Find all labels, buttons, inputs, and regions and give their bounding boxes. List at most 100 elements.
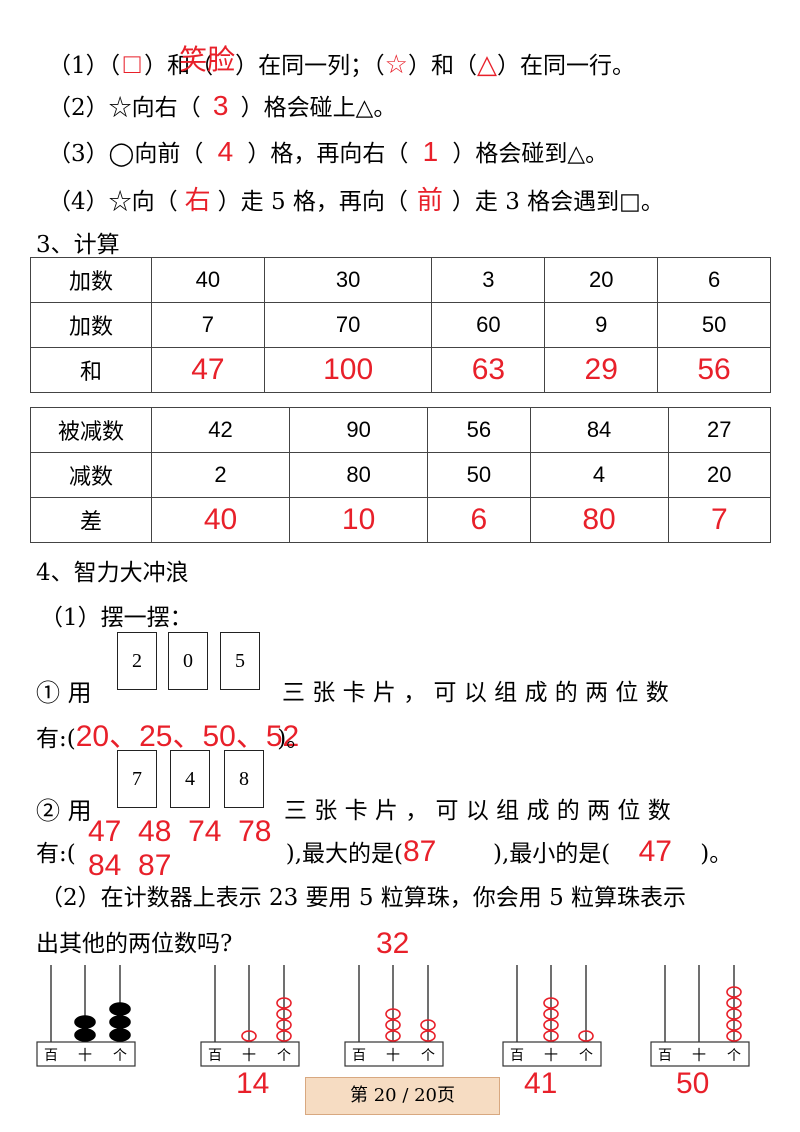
number-card: 2 <box>117 632 157 690</box>
abacus-answer-14: 14 <box>236 1067 270 1100</box>
table-row: 差 40 10 6 80 7 <box>30 497 772 543</box>
subquestion-2-line1: （2）在计数器上表示 23 要用 5 粒算珠，你会用 5 粒算珠表示 <box>40 885 687 911</box>
abacus: 百十个 <box>36 965 136 1067</box>
abacus-place-label: 个 <box>113 1048 127 1064</box>
abacus-bead <box>74 1015 96 1029</box>
q2-min-answer: 47 <box>638 835 672 868</box>
abacus-place-label: 个 <box>727 1048 741 1064</box>
table-row: 加数 40 30 3 20 6 <box>30 257 771 303</box>
addition-table: 加数 40 30 3 20 6 加数 7 70 60 9 50 和 47 100… <box>30 257 771 393</box>
q1-answer-line: 有:(20、25、50、52)。 <box>36 720 310 753</box>
minuend-cell: 42 <box>150 407 291 453</box>
abacus-answer-41: 41 <box>524 1067 558 1100</box>
abacus-bead <box>543 1030 559 1042</box>
abacus-base <box>650 1041 750 1067</box>
number-card: 5 <box>220 632 260 690</box>
minuend-cell: 27 <box>667 407 772 453</box>
answer-3: 3 <box>212 90 229 121</box>
abacus-bead <box>276 997 292 1009</box>
abacus-place-label: 百 <box>510 1048 524 1064</box>
abacus: 百十个 <box>200 965 300 1067</box>
abacus-place-label: 个 <box>277 1048 291 1064</box>
addend-cell: 70 <box>263 302 433 348</box>
number-card: 4 <box>170 750 210 808</box>
abacus-bead <box>109 1028 131 1042</box>
answer-smiley: 笑脸 <box>179 43 236 76</box>
abacus-bead <box>241 1030 257 1042</box>
number-card: 7 <box>117 750 157 808</box>
abacus-bead <box>726 986 742 998</box>
difference-cell: 7 <box>667 497 772 543</box>
abacus-bead <box>420 1030 436 1042</box>
abacus-base <box>502 1041 602 1067</box>
q1-text: 三 张 卡 片 ， 可 以 组 成 的 两 位 数 <box>282 680 669 706</box>
answer-star: ☆ <box>384 49 408 79</box>
minuend-cell: 90 <box>289 407 429 453</box>
abacus-bead <box>109 1015 131 1029</box>
addend-cell: 60 <box>431 302 546 348</box>
abacus-place-label: 十 <box>386 1048 400 1064</box>
abacus-place-label: 百 <box>208 1048 222 1064</box>
abacus: 百十个 <box>650 965 750 1067</box>
addend-cell: 6 <box>657 257 771 303</box>
abacus-bead <box>276 1030 292 1042</box>
row-label: 减数 <box>30 452 152 498</box>
abacus: 百十个 <box>502 965 602 1067</box>
abacus-bead <box>109 1002 131 1016</box>
abacus-place-label: 十 <box>544 1048 558 1064</box>
q2-answer-row2: 84 87 <box>88 849 172 882</box>
number-card: 0 <box>168 632 208 690</box>
difference-cell: 10 <box>289 497 429 543</box>
sum-cell: 100 <box>263 347 433 393</box>
sum-cell: 29 <box>544 347 659 393</box>
row-label: 加数 <box>30 257 152 303</box>
addend-cell: 40 <box>151 257 265 303</box>
question-2-1: （1）（□）和（笑脸）在同一列；（☆）和（△）在同一行。 <box>48 42 635 82</box>
q2-prefix: ② 用 <box>36 797 92 825</box>
abacus-answer-32: 32 <box>376 927 410 960</box>
subtrahend-cell: 4 <box>529 452 669 498</box>
subtrahend-cell: 20 <box>667 452 772 498</box>
abacus-bead <box>420 1019 436 1031</box>
page-footer: 第 20 / 20页 <box>305 1077 500 1115</box>
abacus-answer-50: 50 <box>676 1067 710 1100</box>
q2-max-answer: 87 <box>403 835 437 868</box>
table-row: 减数 2 80 50 4 20 <box>30 452 772 498</box>
abacus-place-label: 十 <box>78 1048 92 1064</box>
abacus-bead <box>543 997 559 1009</box>
minuend-cell: 56 <box>427 407 531 453</box>
difference-cell: 80 <box>529 497 669 543</box>
subquestion-2-line2: 出其他的两位数吗? <box>36 931 233 957</box>
q1-answer: 20、25、50、52 <box>75 720 300 753</box>
subtraction-table: 被减数 42 90 56 84 27 减数 2 80 50 4 20 差 40 … <box>30 407 772 543</box>
question-2-4: （4）☆向（右）走 5 格，再向（前）走 3 格会遇到□。 <box>48 180 664 217</box>
section-3-heading: 3、计算 <box>36 232 120 258</box>
sum-cell: 47 <box>151 347 265 393</box>
abacus-bead <box>543 1008 559 1020</box>
abacus-bead <box>276 1019 292 1031</box>
row-label: 加数 <box>30 302 152 348</box>
q2-answer-line: 有:(),最大的是(87),最小的是(47)。 <box>36 835 733 868</box>
addend-cell: 9 <box>544 302 659 348</box>
abacus-bead <box>385 1008 401 1020</box>
abacus-place-label: 十 <box>242 1048 256 1064</box>
abacus-place-label: 十 <box>692 1048 706 1064</box>
table-row: 加数 7 70 60 9 50 <box>30 302 771 348</box>
answer-4: 4 <box>217 136 234 167</box>
abacus: 百十个 <box>344 965 444 1067</box>
addend-cell: 20 <box>544 257 659 303</box>
abacus-bead <box>276 1008 292 1020</box>
sum-cell: 56 <box>657 347 771 393</box>
number-card: 8 <box>224 750 264 808</box>
row-label: 差 <box>30 497 152 543</box>
addend-cell: 30 <box>263 257 433 303</box>
abacus-base <box>344 1041 444 1067</box>
subtrahend-cell: 50 <box>427 452 531 498</box>
subtrahend-cell: 80 <box>289 452 429 498</box>
subquestion-1-title: （1）摆一摆： <box>40 605 193 631</box>
abacus-bead <box>726 1030 742 1042</box>
abacus-place-label: 百 <box>352 1048 366 1064</box>
abacus-bead <box>726 997 742 1009</box>
sum-cell: 63 <box>431 347 546 393</box>
abacus-bead <box>543 1019 559 1031</box>
